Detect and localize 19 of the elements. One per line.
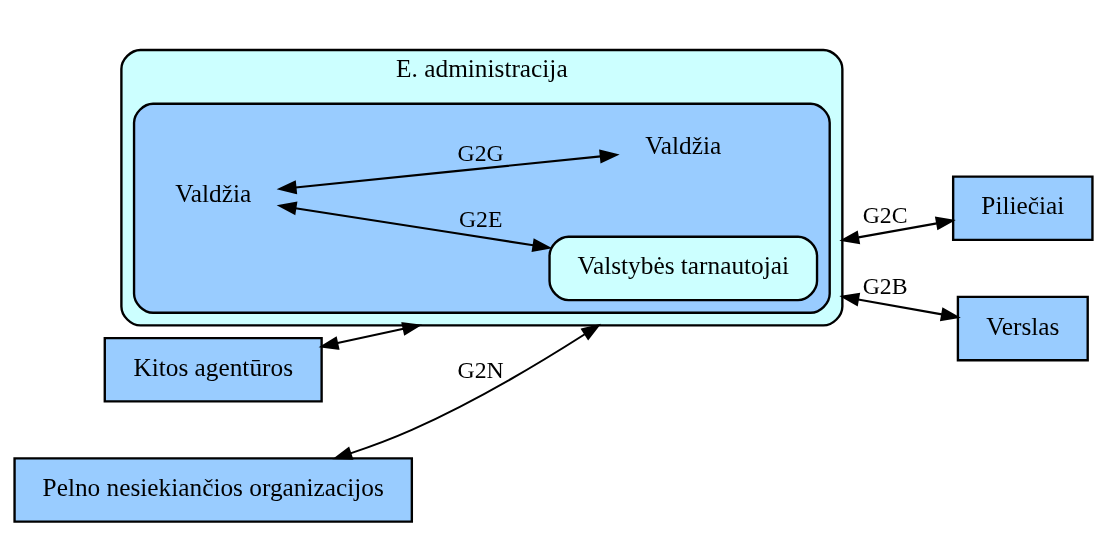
cluster <box>132 102 831 314</box>
arrow <box>839 292 961 322</box>
node-box: Verslas <box>956 295 1089 362</box>
edge-label: G2B <box>862 272 908 299</box>
edge-label: G2G <box>457 139 504 166</box>
node-box: Pelno nesiekiančios organizacijos <box>13 457 414 523</box>
arrow <box>332 323 602 460</box>
arrow <box>318 322 423 350</box>
edge-label: G2E <box>458 206 503 233</box>
node-text: Valdžia <box>175 178 252 207</box>
node-box: Piliečiai <box>951 175 1094 242</box>
edge-label: G2C <box>862 201 908 228</box>
node-box: Kitos agentūros <box>103 336 323 403</box>
arrow <box>839 216 956 245</box>
arrow <box>276 149 620 195</box>
node-box: Valstybės tarnautojai <box>548 235 819 302</box>
edge-label: G2N <box>457 356 504 383</box>
node-text: Valdžia <box>645 131 722 160</box>
arrow <box>276 201 553 253</box>
